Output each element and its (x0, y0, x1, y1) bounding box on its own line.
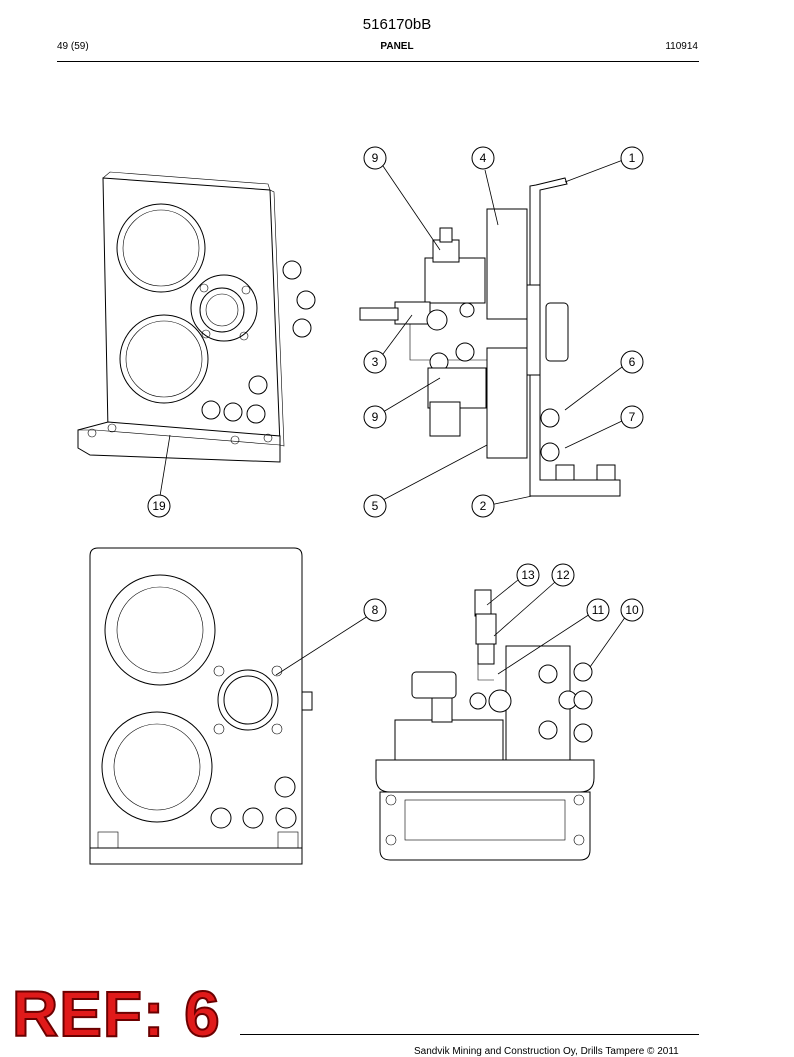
view-side (359, 177, 621, 497)
callout-2: 2 (471, 494, 495, 518)
callout-11: 11 (586, 598, 610, 622)
svg-text:9: 9 (372, 151, 379, 165)
svg-text:7: 7 (629, 410, 636, 424)
callout-13: 13 (516, 563, 540, 587)
callout-12: 12 (551, 563, 575, 587)
callout-19: 19 (147, 494, 171, 518)
svg-text:3: 3 (372, 355, 379, 369)
svg-text:1: 1 (629, 151, 636, 165)
callout-1: 1 (620, 146, 644, 170)
callout-5: 5 (363, 494, 387, 518)
callout-9-lower: 9 (363, 405, 387, 429)
callout-3: 3 (363, 350, 387, 374)
svg-text:5: 5 (372, 499, 379, 513)
callout-9-upper: 9 (363, 146, 387, 170)
svg-text:12: 12 (556, 568, 570, 582)
svg-text:8: 8 (372, 603, 379, 617)
svg-text:9: 9 (372, 410, 379, 424)
page-title: PANEL (380, 41, 414, 52)
callout-8: 8 (363, 598, 387, 622)
callout-6: 6 (620, 350, 644, 374)
footer-divider (240, 1034, 699, 1035)
document-number: 516170bB (362, 16, 432, 33)
footer-copyright: Sandvik Mining and Construction Oy, Dril… (414, 1046, 679, 1057)
view-front (89, 547, 313, 865)
callout-4: 4 (471, 146, 495, 170)
leader-lines (159, 159, 627, 676)
header-divider (57, 61, 699, 62)
view-isometric (77, 171, 316, 463)
svg-text:10: 10 (625, 603, 639, 617)
svg-text:13: 13 (521, 568, 535, 582)
svg-text:6: 6 (629, 355, 636, 369)
view-top (375, 589, 595, 861)
svg-text:4: 4 (480, 151, 487, 165)
callout-10: 10 (620, 598, 644, 622)
svg-text:19: 19 (152, 499, 166, 513)
date-code: 110914 (665, 41, 698, 52)
svg-text:2: 2 (480, 499, 487, 513)
callout-7: 7 (620, 405, 644, 429)
ref-stamp: REF: 6 (11, 978, 221, 1050)
svg-text:11: 11 (592, 603, 605, 617)
page-number: 49 (59) (57, 41, 89, 52)
